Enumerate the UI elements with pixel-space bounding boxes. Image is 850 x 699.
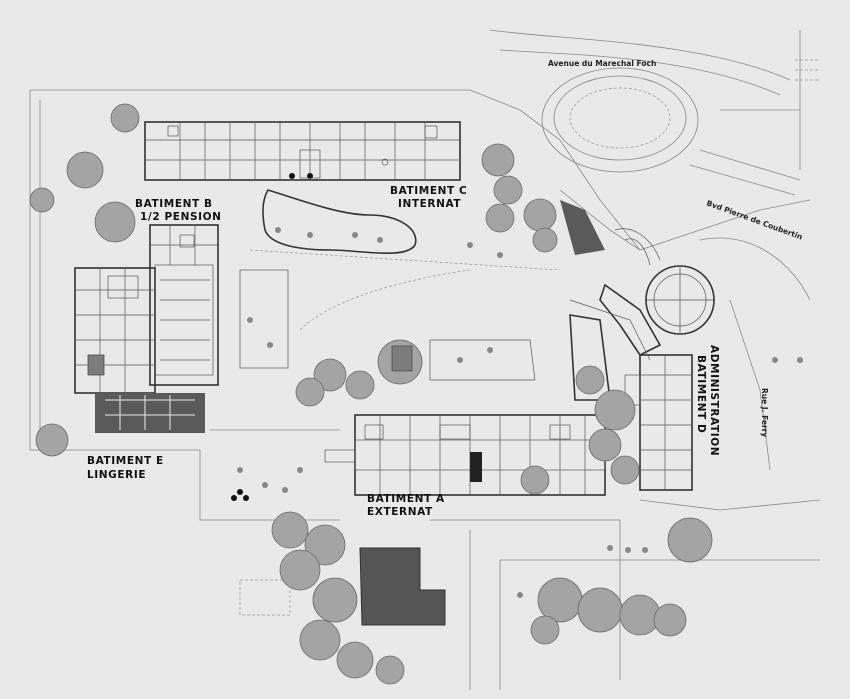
building-d-label: BATIMENT D [695,355,707,433]
building-c[interactable] [144,121,461,181]
building-b-sublabel: 1/2 PENSION [140,211,222,223]
building-d[interactable] [560,200,715,491]
building-b[interactable] [149,224,219,386]
building-a[interactable] [324,414,606,496]
building-a-sublabel: EXTERNAT [367,506,433,518]
building-c-label: BATIMENT C [390,185,467,197]
courtyard [239,189,536,385]
street-label-coubertin: Bvd Pierre de Coubertin [705,198,804,241]
building-a-label: BATIMENT A [367,493,445,505]
building-c-sublabel: INTERNAT [398,198,461,210]
street-label-ferry: Rue J. Ferry [760,388,769,437]
trees [29,103,713,685]
landscape-markers [231,227,803,598]
dark-building-block [359,547,446,626]
roundabout [489,29,820,251]
building-e[interactable] [74,267,205,433]
building-d-sublabel: ADMINISTRATION [708,345,720,456]
building-e-label: BATIMENT E [87,455,164,467]
site-roads [29,89,821,690]
building-b-label: BATIMENT B [135,198,213,210]
street-label-foch: Avenue du Marechal Foch [548,59,656,68]
building-e-sublabel: LINGERIE [87,469,146,481]
